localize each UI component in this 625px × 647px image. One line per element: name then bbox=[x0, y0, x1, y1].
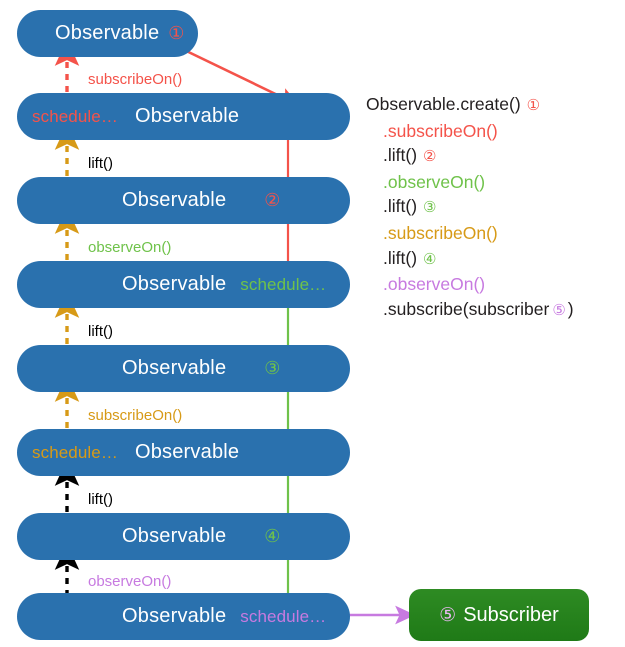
code-line-6: .subscribeOn() bbox=[366, 221, 574, 246]
observable-bar-2[interactable]: schedule… Observable bbox=[17, 93, 350, 140]
code-line-4: .observeOn() bbox=[366, 170, 574, 195]
code-line-7: .lift() ④ bbox=[366, 246, 574, 273]
subscriber-marker: ⑤ bbox=[439, 604, 457, 626]
observable-bar-1[interactable]: Observable ① bbox=[17, 10, 198, 57]
code-line-2: .subscribeOn() bbox=[366, 119, 574, 144]
observable-bar-4-title: Observable bbox=[122, 273, 227, 295]
observable-bar-6-title: Observable bbox=[134, 441, 240, 463]
subscriber-box[interactable]: ⑤ Subscriber bbox=[409, 589, 589, 641]
code-line-4-text: .observeOn() bbox=[383, 171, 486, 192]
code-line-3-marker: ② bbox=[423, 148, 437, 166]
edge-label-lift-2: lift() bbox=[88, 323, 113, 340]
edge-label-lift-3: lift() bbox=[88, 491, 113, 508]
code-line-3-text: .lift() bbox=[383, 145, 418, 166]
observable-bar-1-marker: ① bbox=[168, 23, 185, 43]
code-line-8: .observeOn() bbox=[366, 272, 574, 297]
edge-label-subscribeon-1: subscribeOn() bbox=[88, 71, 183, 88]
observable-bar-2-title: Observable bbox=[134, 105, 240, 127]
code-line-9-tail: ) bbox=[567, 298, 574, 319]
edge-label-subscribeon-2: subscribeOn() bbox=[88, 407, 183, 424]
observable-bar-4[interactable]: Observable schedule… bbox=[17, 261, 350, 308]
code-line-7-text: .lift() bbox=[383, 247, 418, 268]
code-line-2-text: .subscribeOn() bbox=[383, 120, 498, 141]
code-line-9-text: .subscribe(subscriber bbox=[383, 298, 550, 319]
observable-bar-1-title: Observable bbox=[55, 22, 160, 44]
code-line-3: .lift() ② bbox=[366, 143, 574, 170]
edge-label-observeon-1: observeOn() bbox=[88, 239, 172, 256]
observable-bar-7[interactable]: Observable ④ bbox=[17, 513, 350, 560]
observable-bar-5-marker: ③ bbox=[264, 358, 281, 378]
observable-bar-7-title: Observable bbox=[122, 525, 227, 547]
edge-label-lift-1: lift() bbox=[88, 155, 113, 172]
subscriber-label: Subscriber bbox=[463, 603, 559, 626]
code-line-1-text: Observable.create() bbox=[366, 94, 521, 114]
observable-bar-2-schedule: schedule… bbox=[32, 106, 118, 126]
observable-bar-3-title: Observable bbox=[122, 189, 227, 211]
edge-label-observeon-2: observeOn() bbox=[88, 573, 172, 590]
observable-bar-5-title: Observable bbox=[122, 357, 227, 379]
code-line-8-text: .observeOn() bbox=[383, 274, 486, 295]
code-line-7-marker: ④ bbox=[423, 250, 437, 268]
observable-bar-3-marker: ② bbox=[264, 190, 281, 210]
code-block: Observable.create() ① .subscribeOn() .lif… bbox=[366, 92, 574, 323]
observable-bar-5[interactable]: Observable ③ bbox=[17, 345, 350, 392]
observable-bar-4-schedule: schedule… bbox=[240, 274, 327, 294]
code-line-5: .lift() ③ bbox=[366, 194, 574, 221]
observable-bar-8[interactable]: Observable schedule… bbox=[17, 593, 350, 640]
observable-bar-3[interactable]: Observable ② bbox=[17, 177, 350, 224]
observable-bar-6[interactable]: schedule… Observable bbox=[17, 429, 350, 476]
code-line-6-text: .subscribeOn() bbox=[383, 222, 498, 243]
observable-bar-6-schedule: schedule… bbox=[32, 442, 118, 462]
code-line-1-marker: ① bbox=[526, 97, 541, 114]
observable-bar-8-title: Observable bbox=[122, 605, 227, 627]
code-line-9-marker: ⑤ bbox=[552, 301, 566, 319]
code-line-5-marker: ③ bbox=[423, 199, 437, 217]
observable-bar-8-schedule: schedule… bbox=[240, 606, 327, 626]
observable-bar-7-marker: ④ bbox=[264, 526, 281, 546]
code-line-1: Observable.create() ① bbox=[366, 92, 574, 119]
code-line-5-text: .lift() bbox=[383, 196, 418, 217]
